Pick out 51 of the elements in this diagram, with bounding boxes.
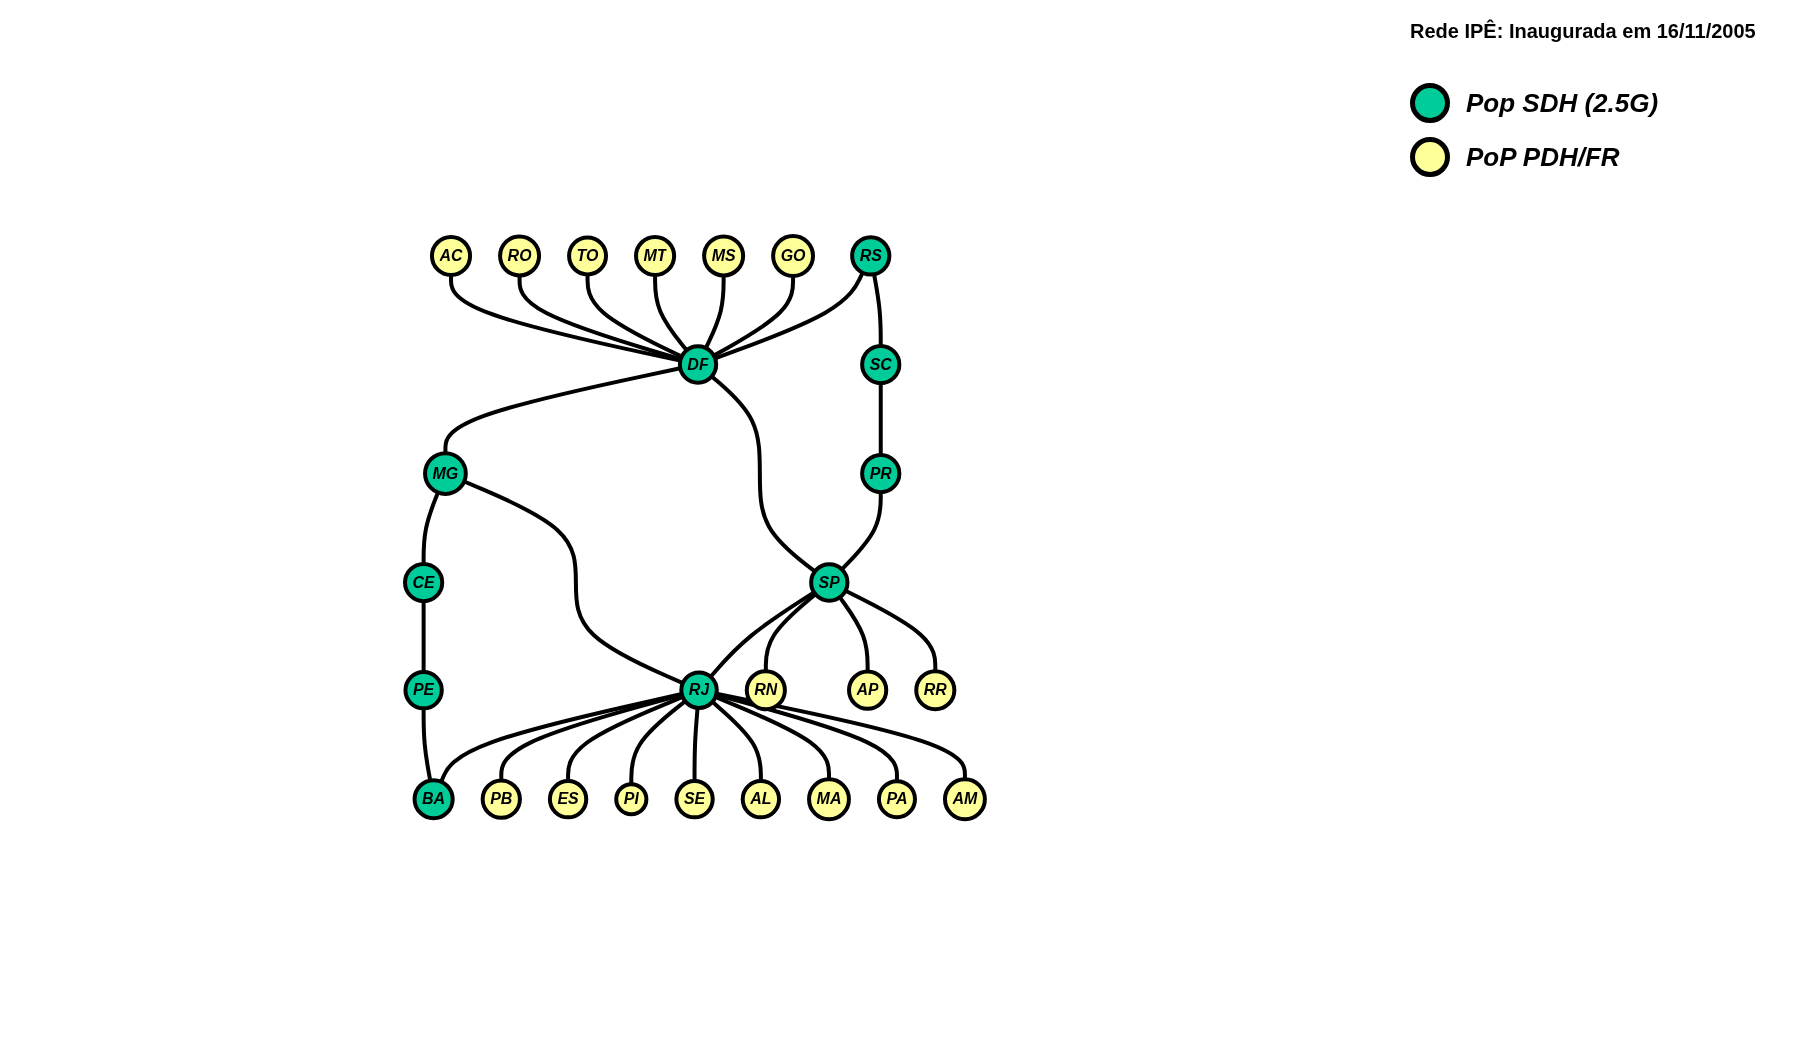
- connector: [704, 275, 726, 349]
- node-circle: SE: [674, 778, 715, 820]
- connector: [840, 492, 883, 571]
- node-circle: DF: [677, 344, 719, 385]
- connector: [872, 273, 883, 346]
- connector: [566, 695, 684, 781]
- connector: [449, 274, 681, 363]
- node-circle: AL: [740, 778, 782, 820]
- connector: [629, 699, 687, 785]
- connector: [653, 274, 689, 352]
- node-circle: RO: [498, 234, 542, 278]
- connector: [692, 707, 700, 781]
- connector: [711, 700, 763, 781]
- node-circle: RS: [850, 235, 892, 277]
- node-circle: MS: [702, 234, 746, 278]
- node-circle: RJ: [679, 670, 719, 710]
- connector: [463, 479, 684, 685]
- node-circle: PA: [877, 779, 918, 820]
- connector: [421, 491, 440, 564]
- connector: [714, 271, 865, 361]
- connector: [844, 588, 938, 672]
- node-circle: MA: [807, 777, 851, 822]
- connector: [716, 691, 967, 780]
- node-circle: GO: [771, 233, 816, 278]
- node-circle: AP: [847, 669, 889, 711]
- connector: [439, 692, 683, 783]
- legend-label: Pop SDH (2.5G): [1466, 87, 1659, 119]
- node-circle: ES: [547, 778, 589, 820]
- connector: [838, 596, 870, 672]
- connector: [878, 383, 883, 455]
- node-circle: RN: [744, 669, 787, 712]
- node-circle: BA: [412, 778, 455, 821]
- node-circle: AM: [943, 777, 987, 822]
- node-circle: AC: [430, 234, 473, 277]
- node-circle: CE: [403, 561, 445, 604]
- node-circle: SC: [860, 343, 902, 386]
- node-circle: PE: [403, 669, 444, 711]
- node-circle: PI: [614, 782, 649, 817]
- node-circle: RR: [914, 669, 957, 712]
- title: Rede IPÊ: Inaugurada em 16/11/2005: [1410, 20, 1757, 43]
- node-circle: SP: [809, 562, 850, 603]
- node-circle: PR: [860, 452, 902, 495]
- connector: [421, 601, 426, 672]
- connector: [710, 374, 817, 573]
- node-circle: PB: [480, 778, 522, 820]
- connector: [709, 590, 816, 678]
- connector: [421, 708, 433, 781]
- node-circle: MG: [423, 451, 468, 496]
- connector: [712, 275, 796, 358]
- node-circle: TO: [567, 235, 609, 277]
- legend-label: PoP PDH/FR: [1466, 141, 1620, 173]
